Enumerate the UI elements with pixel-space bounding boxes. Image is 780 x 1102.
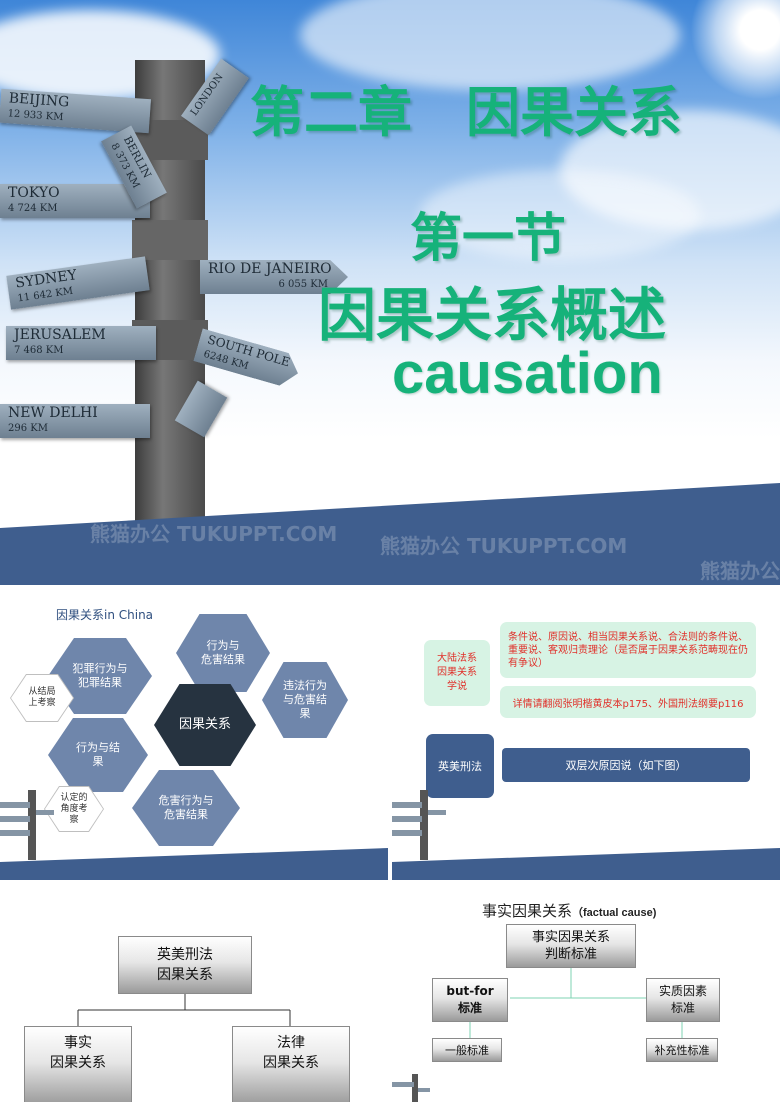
watermark: 熊猫办公 TUKUPPT.COM <box>380 534 628 558</box>
title-cn: 事实因果关系 <box>482 902 573 920</box>
sign-sydney: Sydney11 642 KM <box>6 256 150 310</box>
slide-title: 因果关系in China <box>56 608 154 622</box>
bottom-band <box>392 848 780 880</box>
hex-illegal-harm: 违法行为 与危害结 果 <box>262 662 348 738</box>
sign-rio: Rio de Janeiro6 055 KM <box>200 260 348 294</box>
continental-label: 大陆法系 因果关系 学说 <box>424 640 490 706</box>
sign-tokyo: Tokyo4 724 KM <box>0 184 150 218</box>
hex-outline-identify-view: 认定的 角度考 察 <box>44 786 104 832</box>
hex-center-causation: 因果关系 <box>154 684 256 766</box>
supplementary-standard-node: 补充性标准 <box>646 1038 718 1062</box>
mini-signpost <box>392 790 446 860</box>
sign-new-delhi: New Delhi296 KM <box>0 404 150 438</box>
outline-label: 从结局 上考察 <box>11 675 73 721</box>
bottom-band <box>0 483 780 585</box>
judgment-standard-node: 事实因果关系 判断标准 <box>506 924 636 968</box>
substantial-factor-node: 实质因素 标准 <box>646 978 720 1022</box>
mini-signpost <box>392 1074 430 1102</box>
but-for-node: but-for 标准 <box>432 978 508 1022</box>
hex-behavior-harm: 行为与 危害结果 <box>176 614 270 692</box>
pole-bracket <box>132 220 208 260</box>
reference-note: 详情请翻阅张明楷黄皮本p175、外国刑法纲要p116 <box>500 686 756 718</box>
slide-anglo-causation-tree: 英美刑法 因果关系 事实 因果关系 法律 因果关系 <box>0 884 388 1102</box>
factual-causation-node: 事实 因果关系 <box>24 1026 132 1102</box>
root-node: 英美刑法 因果关系 <box>118 936 252 994</box>
continental-theories: 条件说、原因说、相当因果关系说、合法则的条件说、重要说、客观归责理论（是否属于因… <box>500 622 756 678</box>
watermark: 熊猫办公 TUKUPPT.COM <box>700 559 780 583</box>
section-title: 因果关系概述 <box>318 281 667 349</box>
slide-title: 事实因果关系（factual cause) <box>482 900 656 921</box>
english-title: causation <box>392 341 663 406</box>
section-label: 第一节 <box>410 208 567 269</box>
slide-factual-cause: 事实因果关系（factual cause) 事实因果关系 判断标准 but-fo… <box>392 884 780 1102</box>
sign-jerusalem: Jerusalem7 468 KM <box>6 326 156 360</box>
sun-glare <box>690 0 780 100</box>
slide-causation-in-china: 因果关系in China 行为与 危害结果 犯罪行为与 犯罪结果 违法行为 与危… <box>0 590 388 880</box>
chapter-title: 第二章 因果关系 <box>250 80 682 144</box>
hex-act-result: 行为与结 果 <box>48 718 148 792</box>
tree-connectors <box>77 994 291 1026</box>
general-standard-node: 一般标准 <box>432 1038 502 1062</box>
mini-signpost <box>0 790 54 860</box>
two-level-theory: 双层次原因说（如下图） <box>502 748 750 782</box>
sign-south-pole: South Pole6248 KM <box>193 328 302 389</box>
title-en: （factual cause) <box>572 907 657 919</box>
legal-causation-node: 法律 因果关系 <box>232 1026 350 1102</box>
hex-harmful-act: 危害行为与 危害结果 <box>132 770 240 846</box>
slide-theories: 大陆法系 因果关系 学说 条件说、原因说、相当因果关系说、合法则的条件说、重要说… <box>392 590 780 880</box>
title-slide: Beijing12 933 KM Tokyo4 724 KM Sydney11 … <box>0 0 780 585</box>
watermark: 熊猫办公 TUKUPPT.COM <box>90 522 338 546</box>
bottom-band <box>0 848 388 880</box>
anglo-label: 英美刑法 <box>426 734 494 798</box>
